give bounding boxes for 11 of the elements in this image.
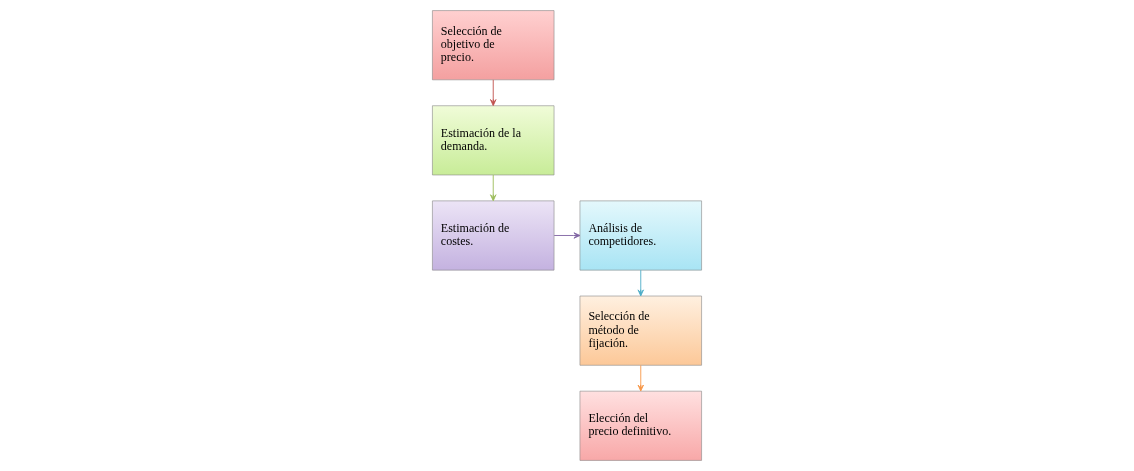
node-box: Análisis de competidores.: [579, 200, 702, 271]
arrow: [637, 269, 644, 297]
arrow: [490, 79, 497, 107]
node-box: Selección de método de fijación.: [579, 295, 702, 366]
node-box: Elección del precio definitivo.: [579, 390, 702, 461]
node-box: Estimación de costes.: [432, 200, 555, 271]
arrow: [490, 174, 497, 202]
arrow: [637, 364, 644, 392]
node-box: Estimación de la demanda.: [432, 105, 555, 176]
arrow: [553, 232, 581, 239]
node-box: Selección de objetivo de precio.: [432, 10, 555, 81]
